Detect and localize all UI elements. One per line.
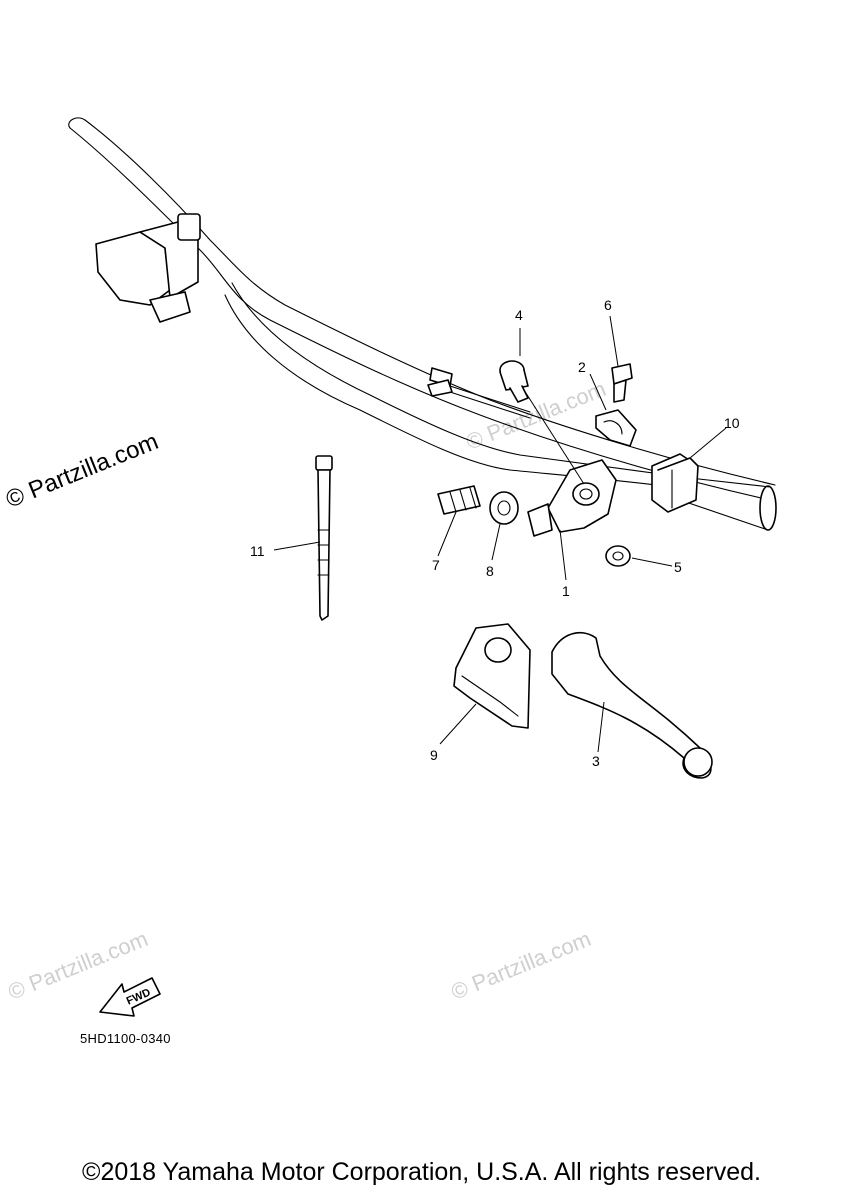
callout-11: 11 xyxy=(250,543,265,559)
callout-8: 8 xyxy=(486,563,494,579)
callout-1: 1 xyxy=(562,583,570,599)
callout-5: 5 xyxy=(674,559,682,575)
callout-7: 7 xyxy=(432,557,440,573)
callout-2: 2 xyxy=(578,359,586,375)
cable-adjuster xyxy=(437,485,481,515)
nut xyxy=(605,545,631,567)
callout-4: 4 xyxy=(515,307,523,323)
pivot-bolt xyxy=(499,360,529,403)
callout-9: 9 xyxy=(430,747,438,763)
callout-labels: 1 2 3 4 5 6 7 8 9 10 11 xyxy=(250,297,740,769)
lever-bracket xyxy=(527,459,617,537)
callout-3: 3 xyxy=(592,753,600,769)
lock-nut xyxy=(489,491,519,525)
clutch-cable-end xyxy=(427,367,531,419)
fwd-arrow-icon: FWD xyxy=(99,977,161,1017)
watermark-light-3: © Partzilla.com xyxy=(448,926,595,1005)
leader-lines xyxy=(273,315,727,753)
callout-6: 6 xyxy=(604,297,612,313)
copyright-notice: ©2018 Yamaha Motor Corporation, U.S.A. A… xyxy=(82,1158,761,1186)
watermark-side: © Partzilla.com xyxy=(2,428,162,514)
lever-cover xyxy=(453,623,531,729)
cable-tie xyxy=(315,455,333,621)
clutch-lever xyxy=(551,631,713,779)
callout-10: 10 xyxy=(724,415,740,431)
diagram-code: 5HD1100-0340 xyxy=(80,1031,171,1046)
left-control-assembly xyxy=(95,213,201,323)
watermark-light-1: © Partzilla.com xyxy=(463,376,610,455)
adjuster-screw xyxy=(611,363,633,403)
lever-holder-clamp xyxy=(595,409,637,447)
